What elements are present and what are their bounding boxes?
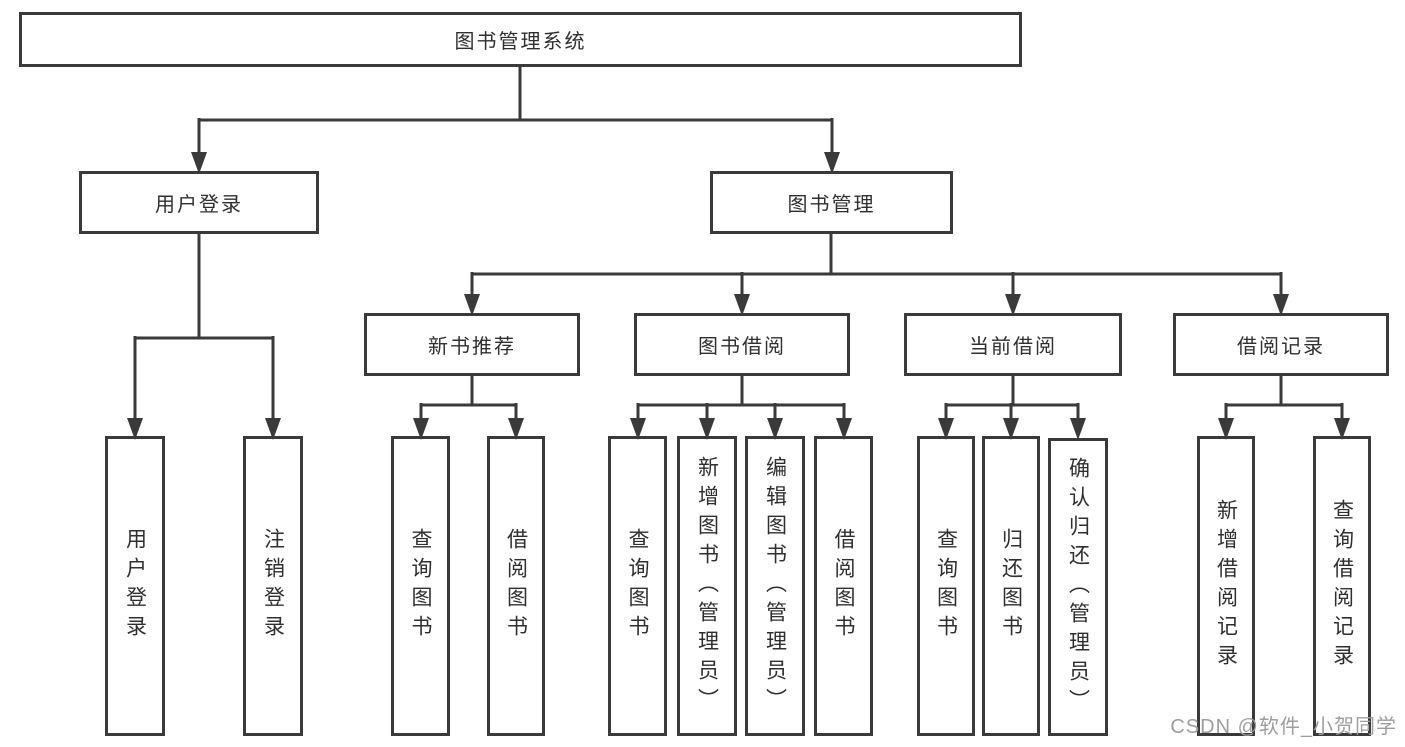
node-confirm-return-admin: 确认归还（管理员） — [1048, 438, 1108, 736]
node-query-book-current: 查询图书 — [917, 436, 975, 736]
node-add-book-admin: 新增图书（管理员） — [677, 436, 737, 736]
node-current-borrow: 当前借阅 — [904, 313, 1122, 376]
node-borrow-book-leaf: 借阅图书 — [814, 436, 873, 736]
node-root-system: 图书管理系统 — [19, 12, 1022, 67]
node-book-management: 图书管理 — [710, 171, 953, 234]
node-query-book-borrow: 查询图书 — [608, 436, 667, 736]
csdn-watermark: CSDN @软件_小贺同学 — [1170, 716, 1397, 738]
node-return-book: 归还图书 — [982, 436, 1040, 736]
node-add-borrow-record: 新增借阅记录 — [1197, 436, 1255, 736]
tree-branch-lines — [133, 67, 1344, 434]
node-new-book-recommend: 新书推荐 — [364, 313, 580, 376]
node-query-borrow-record: 查询借阅记录 — [1313, 436, 1371, 736]
node-logout-leaf: 注销登录 — [243, 436, 303, 736]
node-query-book-recommend: 查询图书 — [391, 436, 450, 736]
node-user-login-leaf: 用户登录 — [105, 436, 165, 736]
node-user-login: 用户登录 — [79, 171, 319, 234]
arrowhead-icon — [1070, 418, 1086, 440]
node-borrow-records: 借阅记录 — [1173, 313, 1389, 376]
node-book-borrow: 图书借阅 — [634, 313, 850, 376]
node-borrow-book-recommend: 借阅图书 — [487, 436, 545, 736]
node-edit-book-admin: 编辑图书（管理员） — [745, 436, 805, 736]
